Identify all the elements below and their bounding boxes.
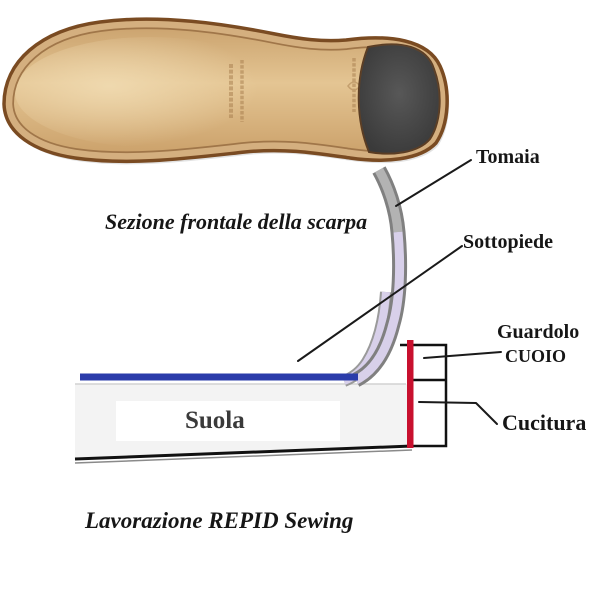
label-tomaia: Tomaia — [476, 146, 540, 168]
leader-line-tomaia — [395, 159, 472, 207]
leader-line-cucitura — [418, 401, 498, 425]
diagram-caption: Lavorazione REPID Sewing — [84, 508, 353, 533]
diagram-title: Sezione frontale della scarpa — [105, 209, 367, 234]
stitch-cucitura — [407, 340, 414, 448]
leader-line-sottopiede — [297, 245, 463, 362]
sole-bottom-edge-lower — [74, 449, 413, 464]
label-sottopiede: Sottopiede — [463, 231, 553, 253]
sole-edge — [2, 17, 449, 164]
upper-tomaia-top — [375, 167, 403, 233]
label-suola: Suola — [185, 407, 245, 434]
label-cuoio: CUOIO — [505, 346, 566, 366]
sole-label-panel — [116, 401, 340, 441]
shoe-sole-photo — [2, 17, 450, 165]
upper-tomaia-lining — [353, 231, 405, 385]
label-cucitura: Cucitura — [502, 410, 586, 435]
section-diagram: Sezione frontale della scarpa Tomaia Sot… — [74, 146, 586, 533]
welt-guardolo-outline — [400, 343, 448, 448]
sole-bottom-edge — [74, 444, 413, 461]
leader-line-guardolo — [423, 351, 502, 359]
label-guardolo: Guardolo — [497, 321, 579, 343]
heel-highlight — [358, 44, 440, 154]
